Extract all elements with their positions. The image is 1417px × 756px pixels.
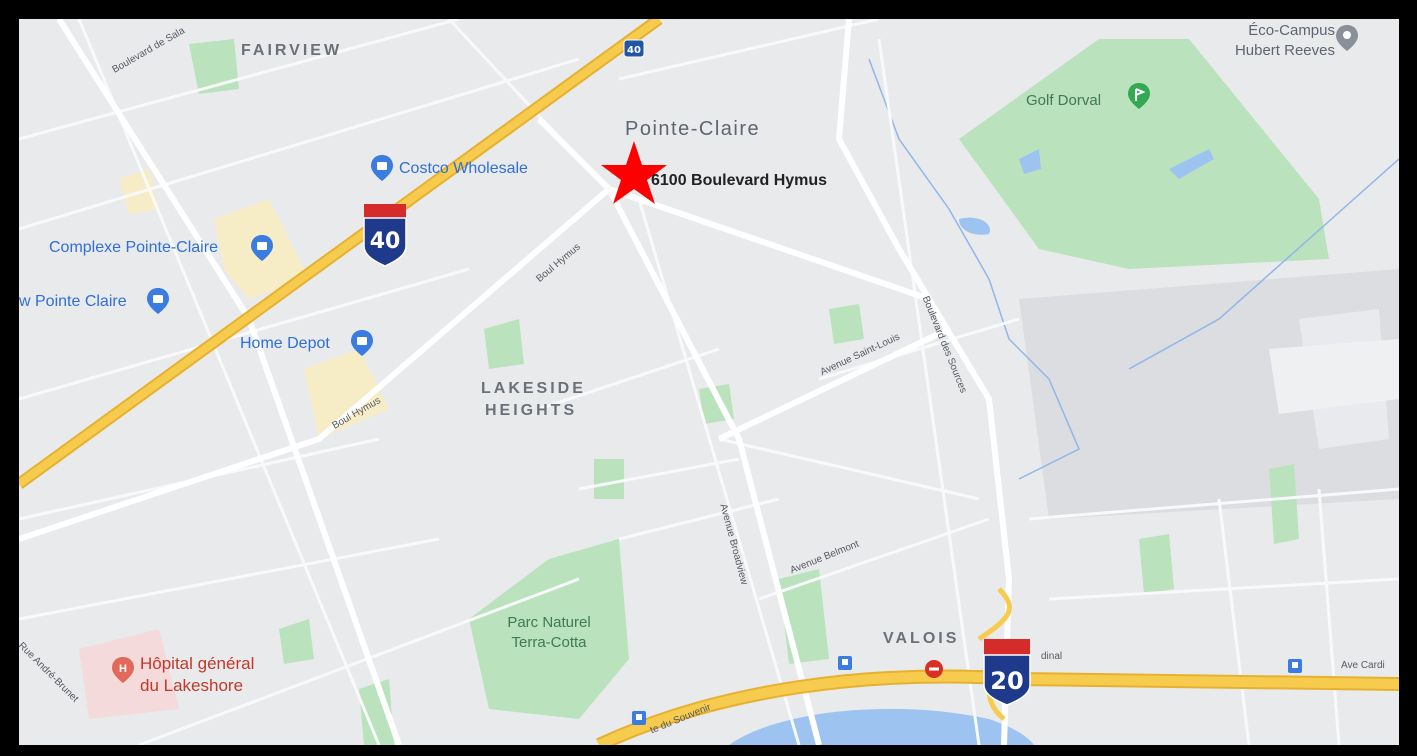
pointe-claire-pin-icon[interactable] <box>147 288 169 314</box>
pond <box>959 217 990 235</box>
complexe-pin-icon[interactable] <box>251 235 273 261</box>
poi-parc-terra-cotta-2[interactable]: Terra-Cotta <box>511 634 587 651</box>
poi-eco-campus-2[interactable]: Hubert Reeves <box>1234 42 1335 59</box>
highway-20 <box>596 671 1399 745</box>
neighborhood-fairview: FAIRVIEW <box>241 42 343 59</box>
poi-costco[interactable]: Costco Wholesale <box>399 160 528 177</box>
park-patch <box>1139 534 1174 594</box>
poi-eco-campus-1[interactable]: Éco-Campus <box>1248 22 1335 39</box>
marker-address-label[interactable]: 6100 Boulevard Hymus <box>651 172 828 189</box>
park-patch <box>189 39 239 94</box>
park-patch <box>484 319 524 369</box>
highway-40-small-shield-icon: 40 <box>623 39 645 58</box>
local-streets <box>19 19 1399 745</box>
highway-20-shield-icon: 20 <box>983 639 1031 706</box>
svg-text:40: 40 <box>370 229 401 254</box>
svg-text:40: 40 <box>627 45 641 56</box>
highway-40-shield-icon: 40 <box>363 204 407 267</box>
home-depot-pin-icon[interactable] <box>351 330 373 356</box>
poi-complexe-pointe-claire[interactable]: Complexe Pointe-Claire <box>49 239 218 256</box>
pond <box>1169 149 1214 179</box>
map-canvas[interactable]: H 40 40 20 FAIRVIE <box>19 19 1399 745</box>
poi-pointe-claire-mall[interactable]: w Pointe Claire <box>19 293 127 310</box>
train-station-icon <box>1288 659 1302 673</box>
poi-hopital-1[interactable]: Hôpital général <box>140 654 255 673</box>
svg-text:20: 20 <box>990 667 1023 695</box>
creek <box>1128 158 1399 370</box>
poi-parc-terra-cotta-1[interactable]: Parc Naturel <box>507 614 591 631</box>
golf-dorval-park <box>959 39 1329 269</box>
park-patch <box>1269 464 1299 544</box>
neighborhood-lakeside-2: HEIGHTS <box>485 402 578 419</box>
creek <box>868 58 1080 480</box>
parc-terra-cotta <box>469 539 629 719</box>
highway-40 <box>19 19 662 488</box>
train-station-icon <box>838 656 852 670</box>
street-cardinal: Ave Cardi <box>1341 660 1385 671</box>
golf-pin-icon[interactable] <box>1128 83 1150 109</box>
park-patch <box>359 679 394 745</box>
park-patch <box>279 619 314 664</box>
neighborhood-valois: VALOIS <box>883 630 960 647</box>
no-entry-icon <box>925 660 943 678</box>
poi-golf-dorval[interactable]: Golf Dorval <box>1026 92 1102 109</box>
park-patch <box>829 304 864 344</box>
eco-campus-pin-icon[interactable] <box>1336 25 1358 51</box>
train-station-icon <box>632 711 646 725</box>
neighborhood-lakeside-1: LAKESIDE <box>481 380 586 397</box>
city-pointe-claire: Pointe-Claire <box>625 118 761 140</box>
poi-hopital-2[interactable]: du Lakeshore <box>140 676 244 695</box>
svg-text:H: H <box>119 663 127 675</box>
airport-runway <box>1299 309 1389 449</box>
interchange <box>977 587 1012 642</box>
street-cardinal: dinal <box>1041 651 1063 662</box>
map-base-layer: H 40 40 20 <box>19 19 1399 745</box>
pond <box>1019 149 1041 174</box>
lake-saint-louis <box>729 708 1034 745</box>
red-star-icon[interactable] <box>601 141 667 204</box>
hospital-pin-icon[interactable]: H <box>112 657 134 683</box>
commercial-home-depot <box>304 349 389 439</box>
park-patch <box>594 459 624 499</box>
costco-pin-icon[interactable] <box>371 155 393 181</box>
poi-home-depot[interactable]: Home Depot <box>240 335 330 352</box>
